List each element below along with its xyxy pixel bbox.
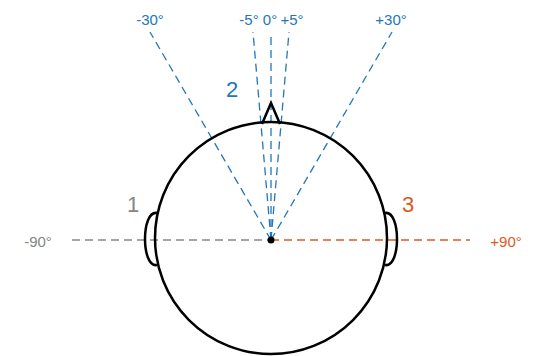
nose: [262, 103, 280, 124]
angle-label: -30°: [136, 12, 164, 27]
angle-label: +5°: [280, 12, 303, 27]
left-ear: [145, 213, 157, 265]
right-region: 3: [271, 40, 470, 356]
right-ear: [385, 213, 397, 265]
region-fill: [271, 40, 470, 356]
head-outline: [155, 122, 387, 354]
dashed-axis: [271, 239, 470, 240]
dashed-axis: [72, 239, 271, 240]
left-region: 1: [72, 40, 271, 356]
region-fill: [72, 40, 271, 356]
region-number: 3: [402, 194, 414, 216]
angle-label: +90°: [490, 234, 521, 249]
dashed-ray: [270, 32, 271, 240]
region-shape: [72, 40, 271, 356]
angle-label: +30°: [375, 12, 406, 27]
angle-label: -5°: [239, 12, 258, 27]
region-shape: [271, 40, 470, 356]
dashed-ray: [253, 32, 271, 240]
angle-label: 0°: [263, 12, 277, 27]
region-number: 2: [226, 79, 238, 101]
dashed-ray: [271, 32, 392, 240]
region-number: 1: [127, 194, 139, 216]
dashed-ray: [271, 32, 289, 240]
center-dot: [268, 237, 275, 244]
angle-label: -90°: [24, 234, 52, 249]
dashed-ray: [150, 32, 271, 240]
